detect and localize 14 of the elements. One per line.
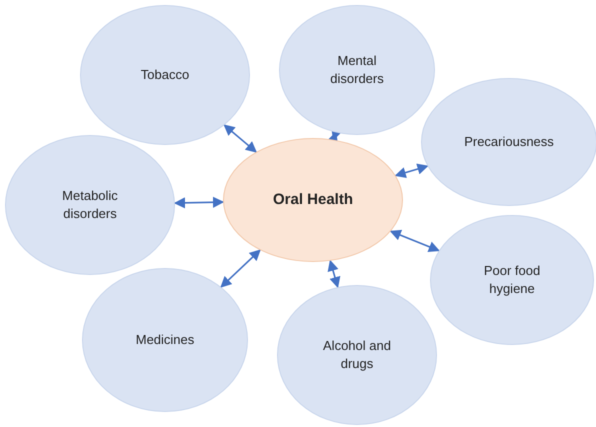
node-label: Mental disorders — [329, 52, 385, 88]
node-label: Metabolic disorders — [61, 187, 119, 223]
node-label: Medicines — [136, 331, 194, 349]
node-label: Alcohol and drugs — [322, 337, 392, 373]
node-label: Precariousness — [464, 133, 554, 151]
double-arrow — [328, 260, 340, 288]
node-label: Oral Health — [272, 190, 354, 210]
double-arrow — [394, 164, 429, 178]
node-label: Poor food hygiene — [482, 262, 542, 298]
double-arrow — [390, 230, 440, 252]
double-arrow — [174, 196, 224, 208]
double-arrow — [223, 124, 257, 153]
double-arrow — [220, 249, 261, 288]
node-label: Tobacco — [140, 66, 190, 84]
